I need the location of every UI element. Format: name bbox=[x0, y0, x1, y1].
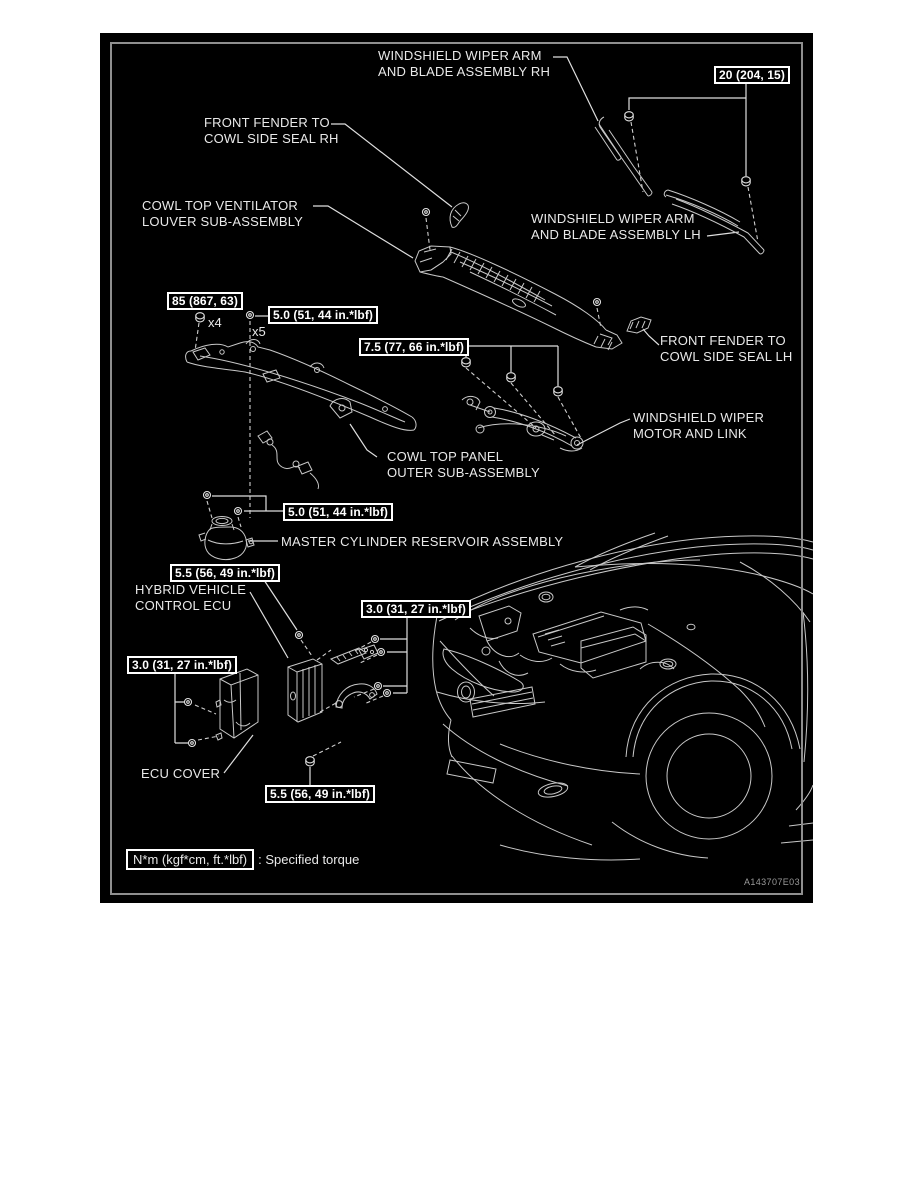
cowl-louver-drawing bbox=[415, 246, 622, 350]
label-cowl-top-ventilator-louver: COWL TOP VENTILATOR LOUVER SUB-ASSEMBLY bbox=[142, 198, 304, 229]
vehicle-front-drawing bbox=[433, 533, 813, 860]
torque-spec-ecu-cover-screw: 3.0 (31, 27 in.*lbf) bbox=[127, 656, 238, 674]
wiper-arm-rh-drawing bbox=[595, 117, 652, 196]
label-wiper-motor-link: WINDSHIELD WIPER MOTOR AND LINK bbox=[633, 410, 765, 441]
cowl-top-panel-drawing bbox=[186, 340, 416, 431]
master-cylinder-drawing bbox=[199, 517, 254, 560]
torque-spec-ecu-upper-bolt: 5.5 (56, 49 in.*lbf) bbox=[170, 564, 281, 582]
torque-unit-box: N*m (kgf*cm, ft.*lbf) bbox=[126, 849, 255, 870]
wiper-motor-link-drawing bbox=[462, 396, 583, 451]
hybrid-ecu-drawing bbox=[288, 659, 322, 722]
torque-spec-reservoir-bolt: 5.0 (51, 44 in.*lbf) bbox=[283, 503, 394, 521]
torque-spec-louver-screw: 5.0 (51, 44 in.*lbf) bbox=[268, 306, 379, 324]
seal-rh-drawing bbox=[450, 203, 468, 228]
label-master-cylinder-reservoir: MASTER CYLINDER RESERVOIR ASSEMBLY bbox=[281, 534, 564, 549]
torque-spec-wiper-arm-nut: 20 (204, 15) bbox=[714, 66, 790, 84]
torque-spec-cowl-bolt: 85 (867, 63) bbox=[167, 292, 243, 310]
label-front-fender-seal-rh: FRONT FENDER TO COWL SIDE SEAL RH bbox=[204, 115, 339, 146]
label-cowl-top-panel: COWL TOP PANEL OUTER SUB-ASSEMBLY bbox=[387, 449, 540, 480]
wiper-arm-lh-drawing bbox=[664, 190, 764, 254]
assembly-dashed-lines bbox=[195, 122, 758, 756]
label-wiper-arm-rh: WINDSHIELD WIPER ARM AND BLADE ASSEMBLY … bbox=[378, 48, 551, 79]
label-ecu-cover: ECU COVER bbox=[141, 766, 221, 781]
label-wiper-arm-lh: WINDSHIELD WIPER ARM AND BLADE ASSEMBLY … bbox=[531, 211, 701, 242]
torque-spec-ecu-lower-bolt: 5.5 (56, 49 in.*lbf) bbox=[265, 785, 376, 803]
torque-spec-ecu-bracket-screw: 3.0 (31, 27 in.*lbf) bbox=[361, 600, 472, 618]
seal-lh-drawing bbox=[627, 317, 651, 333]
leader-lines bbox=[175, 57, 746, 785]
bracket-upper-drawing bbox=[331, 645, 378, 664]
exploded-view-diagram: WINDSHIELD WIPER ARM AND BLADE ASSEMBLY … bbox=[100, 33, 813, 903]
diagram-line-art bbox=[100, 33, 813, 903]
torque-spec-wiper-motor-bolt: 7.5 (77, 66 in.*lbf) bbox=[359, 338, 470, 356]
bracket-lower-drawing bbox=[336, 684, 377, 708]
label-front-fender-seal-lh: FRONT FENDER TO COWL SIDE SEAL LH bbox=[660, 333, 793, 364]
label-hybrid-vehicle-control-ecu: HYBRID VEHICLE CONTROL ECU bbox=[135, 582, 247, 613]
quantity-x4: x4 bbox=[208, 315, 222, 330]
wire-connector-drawing bbox=[258, 431, 319, 489]
torque-legend-text: : Specified torque bbox=[258, 852, 360, 867]
ecu-cover-drawing bbox=[216, 669, 258, 740]
torque-legend: N*m (kgf*cm, ft.*lbf) : Specified torque bbox=[126, 849, 359, 870]
quantity-x5: x5 bbox=[252, 324, 266, 339]
figure-code: A143707E03 bbox=[743, 877, 800, 887]
